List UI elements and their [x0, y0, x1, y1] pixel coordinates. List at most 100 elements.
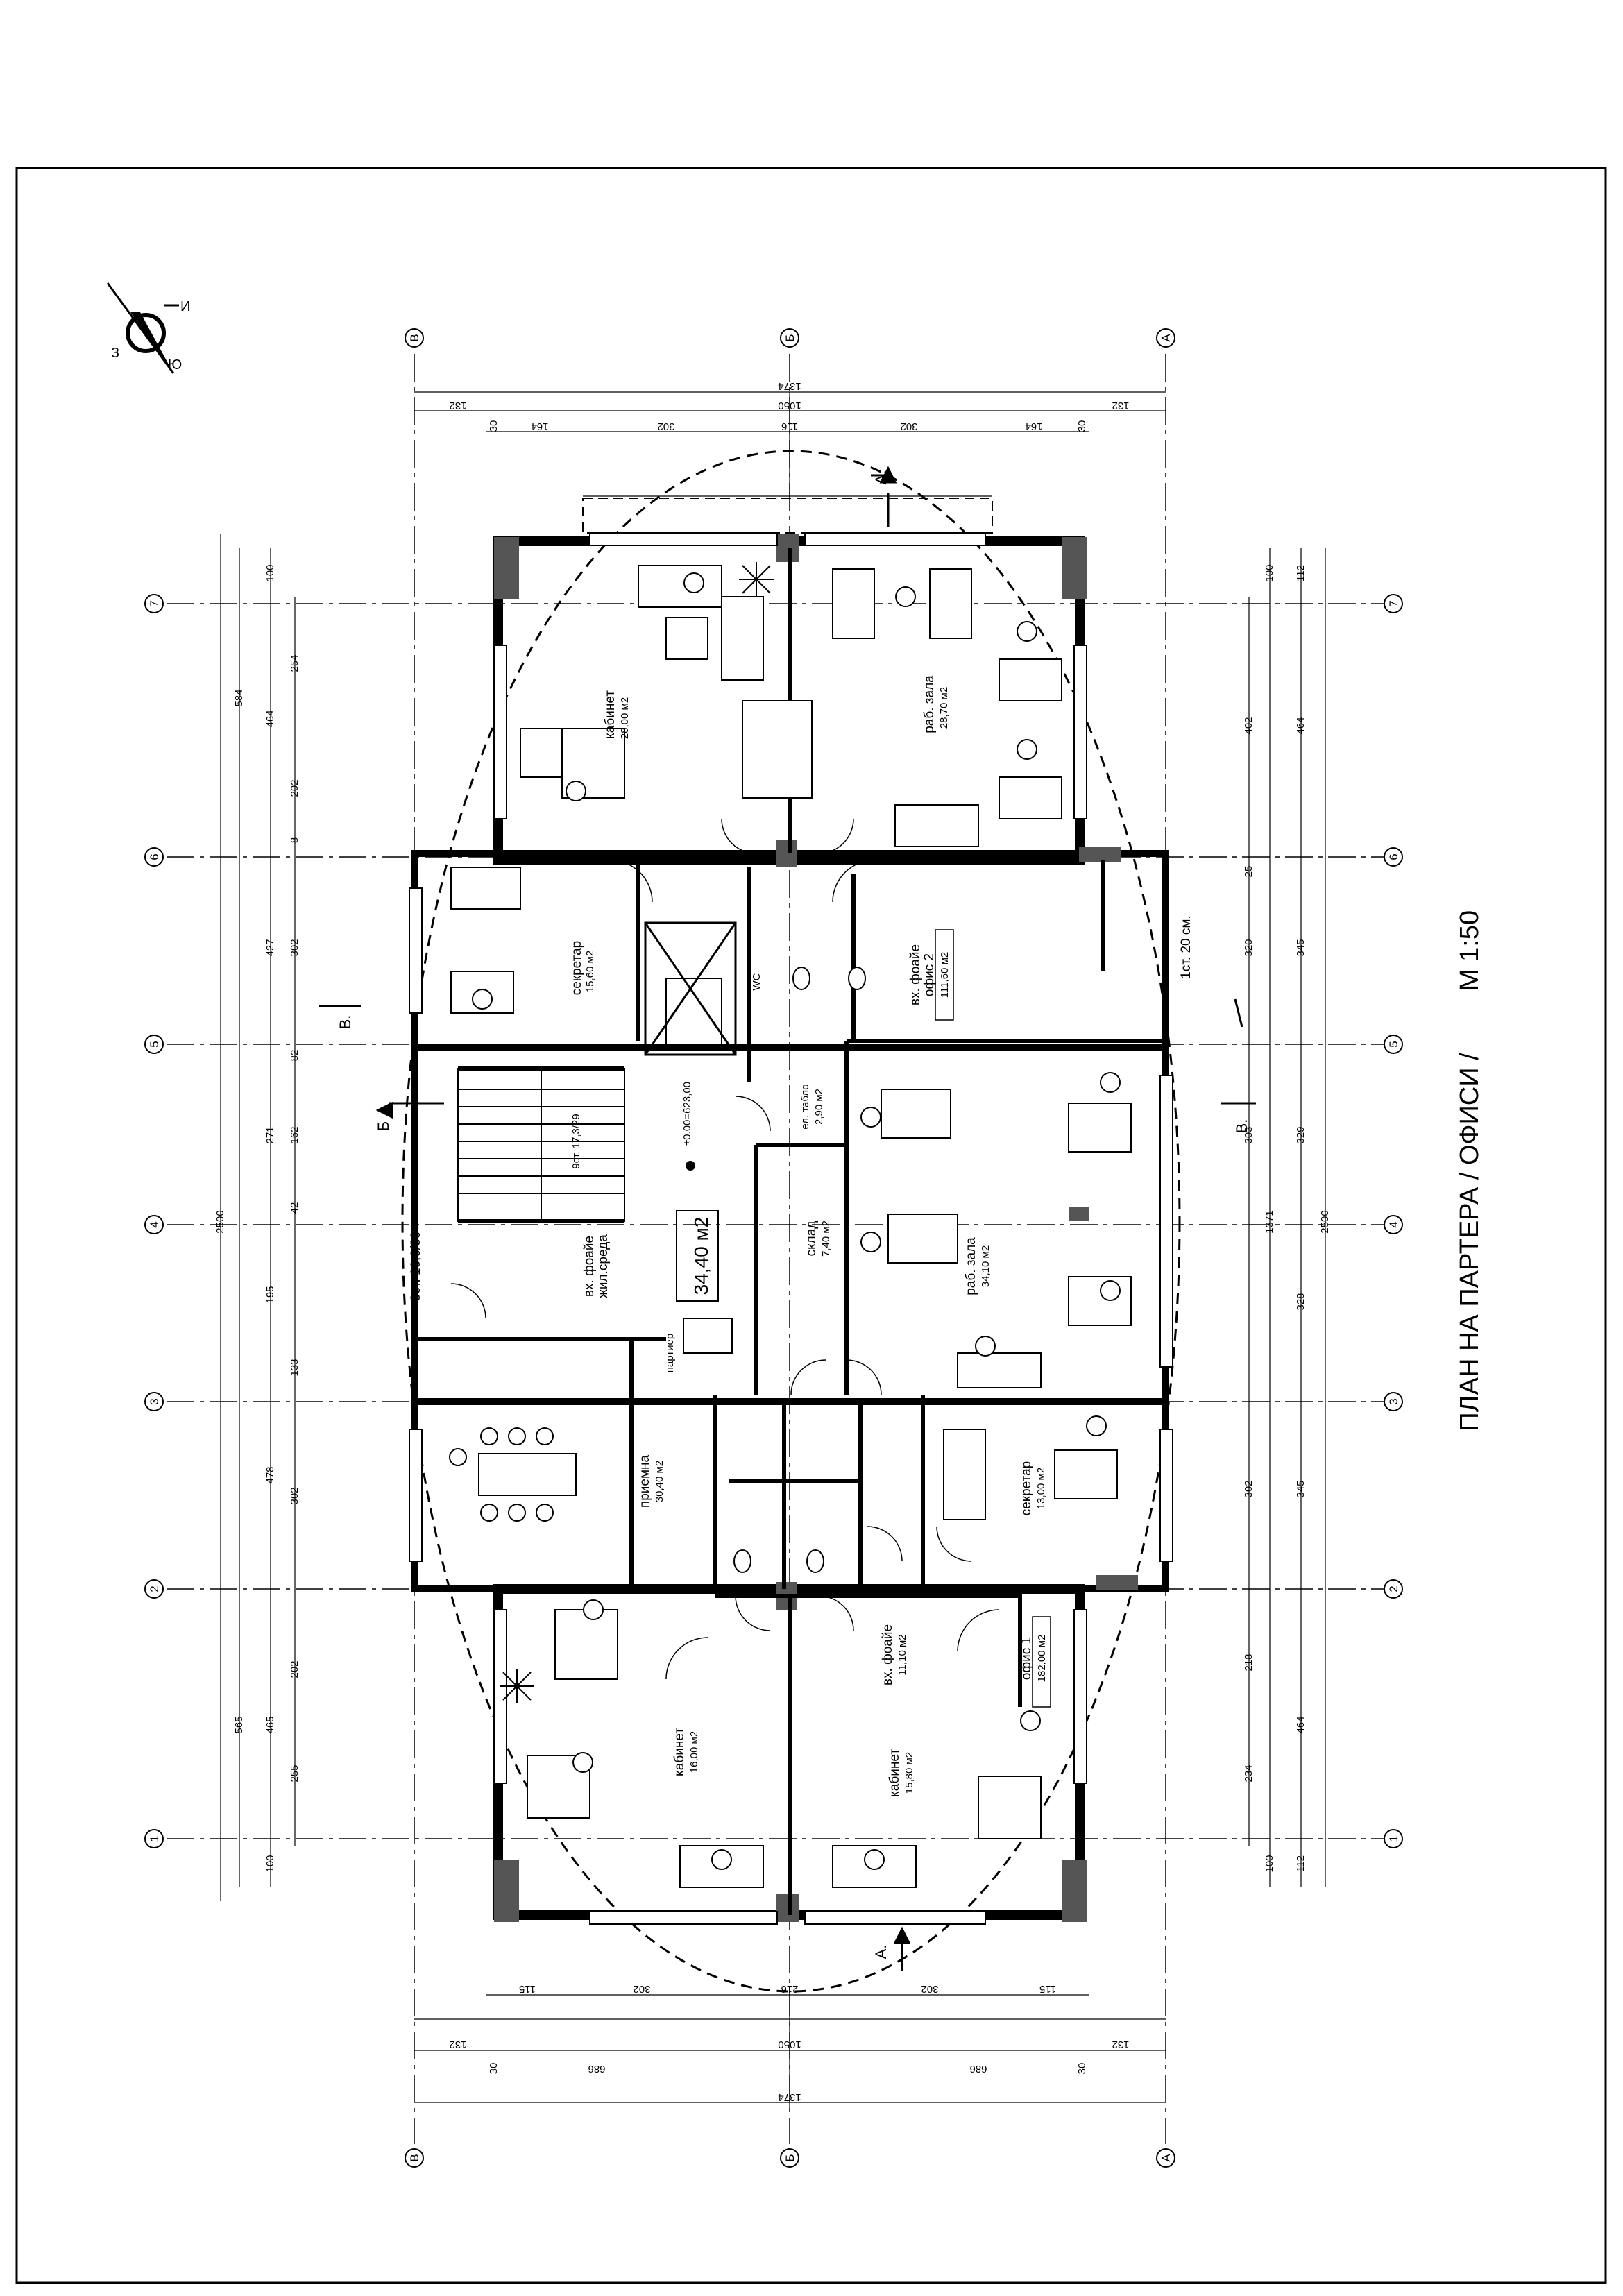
dim-top-30-right: 30 — [1076, 420, 1088, 432]
compass-letter-s: Ю — [168, 357, 182, 373]
dim-right-0: 112 — [1295, 565, 1307, 581]
axis-label-a-bottom: А — [1159, 2154, 1173, 2162]
axis-label-1-right: 1 — [1387, 1835, 1400, 1842]
drawing-title: ПЛАН НА ПАРТЕРА / ОФИСИ / — [1455, 1053, 1484, 1431]
stair-steps-note: 9ст. 17,3/29 — [570, 1114, 582, 1168]
dim-left-17: 465 — [264, 1716, 276, 1733]
plant-icon — [500, 562, 774, 1703]
axis-label-v-bottom: В — [408, 2154, 421, 2161]
room-area-11: 11,10 м2 — [897, 1634, 908, 1675]
stair-area-box — [676, 1210, 719, 1302]
dim-right-8: 303 — [1243, 1126, 1255, 1143]
room-area-7: 34,10 м2 — [980, 1245, 992, 1287]
section-label-a-bottom: А. — [872, 1945, 890, 1959]
dim-bot-30-right: 30 — [1076, 2063, 1088, 2075]
dim-right-11: 2500 — [1319, 1210, 1331, 1233]
room-area-3: офис 2 — [922, 953, 937, 996]
dimension-lines-sides — [220, 534, 1326, 1901]
room-area-2: 15,60 м2 — [584, 951, 596, 992]
dim-left-20: 100 — [264, 1855, 276, 1872]
office2-area-box — [935, 929, 954, 1021]
room-area-14: 15,80 м2 — [903, 1752, 915, 1794]
section-label-v-right: В. — [1233, 1119, 1250, 1134]
dim-left-9: 271 — [264, 1126, 276, 1143]
dim-left-10: 162 — [289, 1126, 300, 1143]
room-area-13: 16,00 м2 — [688, 1731, 700, 1773]
drawing-scale: М 1:50 — [1455, 910, 1484, 991]
axis-label-b-bottom: Б — [783, 2154, 797, 2161]
room-name-3: вх. фоайе — [908, 944, 923, 1005]
section-label-v-left: В. — [337, 1015, 354, 1030]
axis-label-1-left: 1 — [148, 1835, 161, 1842]
room-name-13: кабинет — [672, 1728, 687, 1776]
level-mark: ±0.00=623,00 — [681, 1082, 693, 1146]
axis-label-4-left: 4 — [148, 1221, 161, 1227]
dim-bot-132-left: 132 — [449, 2039, 466, 2050]
dim-right-13: 302 — [1243, 1480, 1255, 1497]
dim-top-116: 116 — [781, 420, 798, 432]
dim-top-302-left: 302 — [657, 420, 674, 432]
dim-right-6: 320 — [1243, 939, 1255, 956]
room-name-0: кабинет — [603, 690, 618, 739]
dim-left-13: 133 — [289, 1359, 300, 1376]
dim-left-12: 195 — [264, 1286, 276, 1303]
dim-right-17: 100 — [1264, 1855, 1275, 1872]
room-name-9: приемна — [638, 1454, 652, 1508]
axis-label-3-left: 3 — [148, 1398, 161, 1404]
dim-bot-132-right: 132 — [1112, 2039, 1129, 2050]
dim-right-14: 218 — [1243, 1653, 1255, 1671]
room-name-1: раб. зала — [922, 675, 937, 733]
dimension-lines-top — [414, 391, 1166, 500]
dim-top-164-left: 164 — [531, 420, 548, 432]
axis-label-7-right: 7 — [1387, 600, 1400, 606]
dim-left-5: 8 — [289, 837, 300, 843]
dim-right-10: 1371 — [1264, 1210, 1275, 1233]
dim-right-3: 464 — [1295, 717, 1307, 734]
windows-top — [409, 532, 1173, 1925]
dim-bot-216: 216 — [781, 1983, 798, 1995]
dim-right-15: 464 — [1295, 1716, 1307, 1733]
level-mark-icon — [686, 1161, 695, 1171]
dim-left-16: 202 — [289, 1660, 300, 1678]
room-name-5: ел. табло — [799, 1084, 811, 1129]
axis-label-2-right: 2 — [1387, 1585, 1400, 1592]
dim-bot-115-left: 115 — [519, 1983, 536, 1995]
dim-left-2: 202 — [289, 779, 300, 797]
section-markers — [319, 466, 1256, 1971]
axis-labels-lettered: В Б А В Б А — [408, 334, 1173, 2162]
axis-label-6-right: 6 — [1387, 853, 1400, 860]
dim-bot-30-left: 30 — [488, 2063, 500, 2075]
room-area-8: жил.среда — [596, 1234, 611, 1298]
dim-top-164-right: 164 — [1025, 420, 1042, 432]
axis-label-a-top: А — [1159, 334, 1173, 342]
room-area-6: 7,40 м2 — [820, 1221, 832, 1257]
room-name-10: секретар — [1019, 1461, 1034, 1516]
axis-label-3-right: 3 — [1387, 1398, 1400, 1404]
balcony-top-dashed — [582, 498, 993, 534]
dim-left-18: 565 — [233, 1716, 245, 1733]
dim-right-7: 329 — [1295, 1126, 1307, 1143]
axis-label-2-left: 2 — [148, 1585, 161, 1592]
dim-left-0: 100 — [264, 564, 276, 581]
room-name-8: вх. фоайе — [582, 1236, 597, 1297]
dim-top-1050: 1050 — [778, 400, 801, 411]
dim-top-30-left: 30 — [488, 420, 500, 432]
dimension-labels-right: 112 100 402 464 25 345 320 329 303 328 1… — [1243, 564, 1331, 1872]
dim-top-302-right: 302 — [900, 420, 917, 432]
room-name-12: офис 1 — [1019, 1637, 1034, 1680]
dim-bot-302-left: 302 — [633, 1983, 650, 1995]
compass-letter-w: З — [111, 346, 119, 361]
dim-right-9: 328 — [1295, 1293, 1307, 1310]
dim-right-1: 100 — [1264, 564, 1275, 581]
dim-right-12: 345 — [1295, 1480, 1307, 1497]
dim-left-15: 302 — [289, 1487, 300, 1504]
room-name-16: WC — [751, 973, 763, 990]
sheet-border — [15, 167, 1607, 2284]
stair-area-label: 34,40 м2 — [690, 1217, 712, 1295]
office1-area-box — [1032, 1616, 1051, 1708]
room-area-12: 182,00 м2 — [1036, 1635, 1048, 1683]
dim-left-19: 255 — [289, 1764, 300, 1782]
room-area-0: 28,00 м2 — [619, 697, 631, 739]
dim-left-21: 2500 — [214, 1210, 226, 1233]
room-name-11: вх. фоайе — [881, 1624, 895, 1685]
